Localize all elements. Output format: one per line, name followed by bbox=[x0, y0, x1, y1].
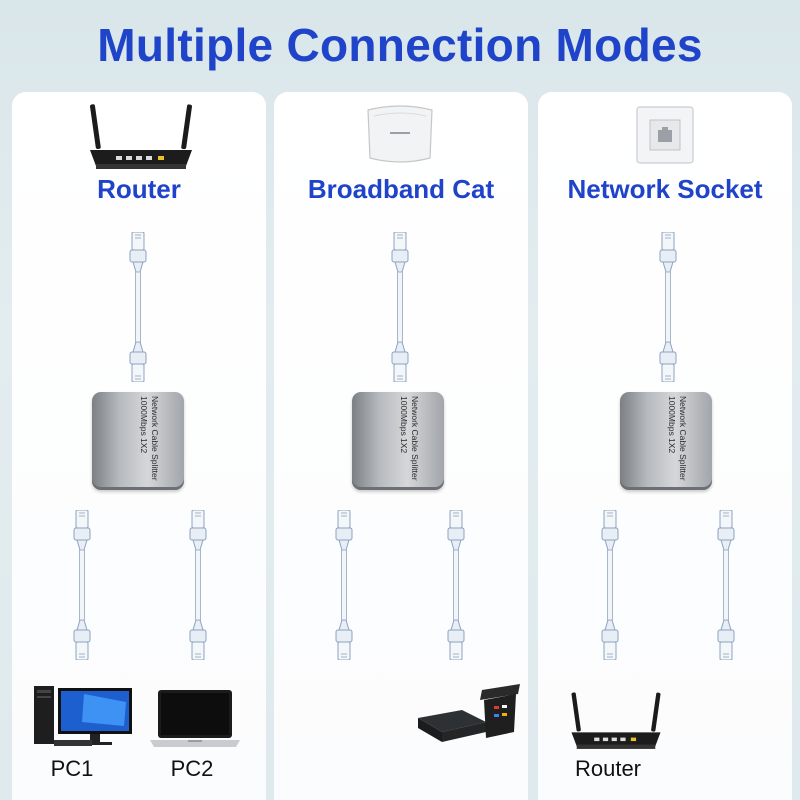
splitter-label: Network Cable Splitter bbox=[678, 396, 688, 481]
device-label: PC2 bbox=[170, 756, 214, 781]
device-label: Router bbox=[574, 756, 642, 781]
splitter-spec: 1000Mbps 1X2 bbox=[667, 396, 677, 454]
panel-broadband-cat: Broadband Cat Network Cable Splitter 100… bbox=[274, 92, 528, 800]
ethernet-cable-icon bbox=[444, 510, 468, 660]
remote-control-icon bbox=[480, 684, 520, 738]
tv-box-icon bbox=[418, 710, 486, 742]
device-label: PC1 bbox=[50, 756, 94, 781]
splitter-spec: 1000Mbps 1X2 bbox=[139, 396, 149, 454]
panel-heading: Broadband Cat bbox=[307, 174, 495, 204]
ethernet-cable-icon bbox=[126, 232, 150, 382]
splitter-label: Network Cable Splitter bbox=[410, 396, 420, 481]
panel-network-socket: Network Socket Network Cable Splitter 10… bbox=[538, 92, 792, 800]
ethernet-cable-icon bbox=[332, 510, 356, 660]
router-icon bbox=[86, 102, 196, 172]
ethernet-cable-icon bbox=[598, 510, 622, 660]
splitter-label: Network Cable Splitter bbox=[150, 396, 160, 481]
ethernet-cable-icon bbox=[186, 510, 210, 660]
ethernet-cable-icon bbox=[388, 232, 412, 382]
page-title: Multiple Connection Modes bbox=[97, 19, 703, 71]
panel-heading: Network Socket bbox=[567, 174, 763, 204]
splitter-spec: 1000Mbps 1X2 bbox=[399, 396, 409, 454]
network-socket-icon bbox=[636, 106, 694, 164]
panel-router: Router Network Cable Splitter 1000Mbps 1… bbox=[12, 92, 266, 800]
panel-heading: Router bbox=[97, 174, 181, 204]
splitter-device-icon: Network Cable Splitter 1000Mbps 1X2 bbox=[352, 392, 444, 490]
broadband-cat-icon bbox=[367, 105, 433, 163]
splitter-device-icon: Network Cable Splitter 1000Mbps 1X2 bbox=[92, 392, 184, 490]
laptop-icon bbox=[150, 690, 240, 747]
ethernet-cable-icon bbox=[70, 510, 94, 660]
router-icon bbox=[568, 690, 664, 752]
ethernet-cable-icon bbox=[656, 232, 680, 382]
desktop-pc-icon bbox=[34, 686, 132, 746]
splitter-device-icon: Network Cable Splitter 1000Mbps 1X2 bbox=[620, 392, 712, 490]
ethernet-cable-icon bbox=[714, 510, 738, 660]
